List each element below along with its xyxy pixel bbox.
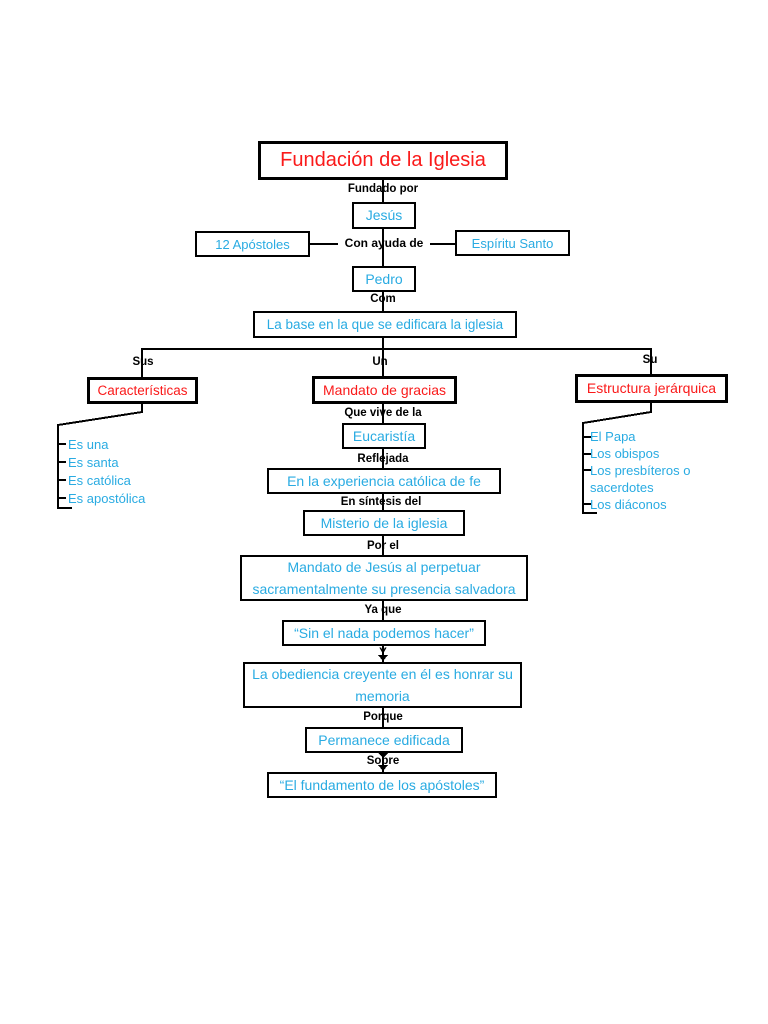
- title-node: Fundación de la Iglesia: [258, 141, 508, 180]
- node-fundamento: “El fundamento de los apóstoles”: [267, 772, 497, 798]
- label-y: Y: [379, 647, 387, 659]
- label-com: Com: [370, 293, 396, 305]
- node-permanece: Permanece edificada: [305, 727, 463, 753]
- node-espiritu-santo: Espíritu Santo: [455, 230, 570, 256]
- node-mandato-de-gracias: Mandato de gracias: [312, 376, 457, 404]
- hierarchy-item: El Papa: [590, 429, 636, 444]
- hierarchy-item: Los diáconos: [590, 497, 667, 512]
- node-12-apostoles: 12 Apóstoles: [195, 231, 310, 257]
- node-pedro: Pedro: [352, 266, 416, 292]
- label-en-sintesis-del: En síntesis del: [340, 496, 422, 508]
- label-reflejada: Reflejada: [357, 453, 409, 465]
- node-base: La base en la que se edificara la iglesi…: [253, 311, 517, 338]
- node-eucaristia: Eucaristía: [342, 423, 426, 449]
- label-porque: Porque: [363, 711, 403, 723]
- node-sin-el-nada: “Sin el nada podemos hacer”: [282, 620, 486, 646]
- label-por-el: Por el: [367, 540, 399, 552]
- label-sus: Sus: [132, 356, 154, 368]
- label-su: Su: [642, 354, 658, 366]
- label-con-ayuda-de: Con ayuda de: [344, 236, 424, 250]
- characteristic-item: Es una: [68, 437, 109, 452]
- node-mandato-jesus: Mandato de Jesús al perpetuar sacramenta…: [240, 555, 528, 601]
- label-sobre: Sobre: [366, 755, 400, 767]
- characteristic-item: Es católica: [68, 473, 131, 488]
- node-jesus: Jesús: [352, 202, 416, 229]
- node-obediencia: La obediencia creyente en él es honrar s…: [243, 662, 522, 708]
- label-ya-que: Ya que: [364, 604, 402, 616]
- label-un: Un: [372, 356, 388, 368]
- label-que-vive-de-la: Que vive de la: [344, 407, 422, 419]
- characteristic-item: Es apostólica: [68, 491, 146, 506]
- hierarchy-item: Los presbíteros o sacerdotes: [590, 463, 691, 495]
- node-experiencia: En la experiencia católica de fe: [267, 468, 501, 494]
- node-estructura-jerarquica: Estructura jerárquica: [575, 374, 728, 403]
- node-misterio: Misterio de la iglesia: [303, 510, 465, 536]
- characteristic-item: Es santa: [68, 455, 119, 470]
- label-fundado-por: Fundado por: [347, 183, 419, 195]
- hierarchy-item: Los obispos: [590, 446, 660, 461]
- node-caracteristicas: Características: [87, 377, 198, 404]
